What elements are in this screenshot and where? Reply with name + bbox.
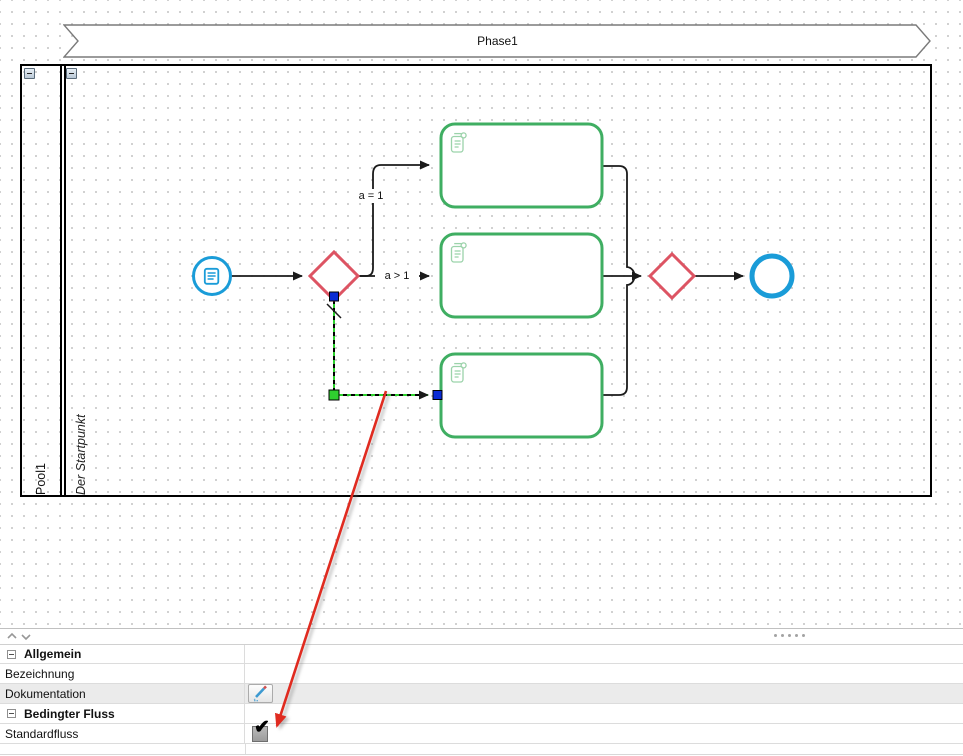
pool-label: Pool1 [34,66,48,495]
scroll-down-icon[interactable] [22,635,30,639]
empty-grid-row [0,744,963,755]
section-row-bedingter-fluss[interactable]: Bedingter Fluss [0,704,963,724]
field-label: Standardfluss [0,724,245,743]
phase-label: Phase1 [63,24,932,58]
section-value-cell [246,704,963,723]
pool[interactable]: Pool1 Der Startpunkt [20,64,932,497]
field-label-text: Dokumentation [5,687,86,701]
field-label-text: Standardfluss [5,727,78,741]
pencil-icon [249,685,272,702]
section-collapse-minus-icon[interactable] [7,709,16,718]
field-row-bezeichnung[interactable]: Bezeichnung [0,664,963,684]
panel-collapse-arrows[interactable] [6,630,36,643]
flow-label-a-greater-1[interactable]: a > 1 [375,269,419,283]
standardfluss-value-cell[interactable]: ✔ [246,724,963,743]
scroll-up-icon[interactable] [8,634,16,638]
bezeichnung-value-cell[interactable] [246,664,963,683]
section-value-cell [246,645,963,663]
section-header[interactable]: Allgemein [0,645,245,663]
dokumentation-value-cell[interactable] [246,684,963,703]
pool-collapse-minus-icon[interactable] [24,68,35,79]
section-header[interactable]: Bedingter Fluss [0,704,245,723]
field-row-standardfluss[interactable]: Standardfluss ✔ [0,724,963,744]
field-label: Bezeichnung [0,664,245,683]
lane-label: Der Startpunkt [74,66,88,495]
field-label-text: Bezeichnung [5,667,74,681]
phase-band[interactable]: Phase1 [63,24,932,58]
section-label: Allgemein [24,647,81,661]
edit-documentation-button[interactable] [248,684,273,703]
field-row-dokumentation[interactable]: Dokumentation [0,684,963,704]
standardfluss-checkbox[interactable]: ✔ [252,726,268,742]
flow-label-a-equals-1[interactable]: a = 1 [349,189,393,203]
lane-collapse-minus-icon[interactable] [66,68,77,79]
column-divider [245,744,246,754]
section-label: Bedingter Fluss [24,707,115,721]
checkmark-icon: ✔ [254,718,270,737]
section-row-allgemein[interactable]: Allgemein [0,644,963,664]
lane[interactable]: Der Startpunkt [64,66,930,495]
splitter-grip-icon[interactable] [774,634,805,637]
panel-splitter[interactable] [0,629,963,644]
section-collapse-minus-icon[interactable] [7,650,16,659]
field-label: Dokumentation [0,684,245,703]
property-grid: Allgemein Bezeichnung Dokumentation [0,644,963,755]
properties-panel: Allgemein Bezeichnung Dokumentation [0,628,963,756]
pool-header[interactable]: Pool1 [22,66,62,495]
